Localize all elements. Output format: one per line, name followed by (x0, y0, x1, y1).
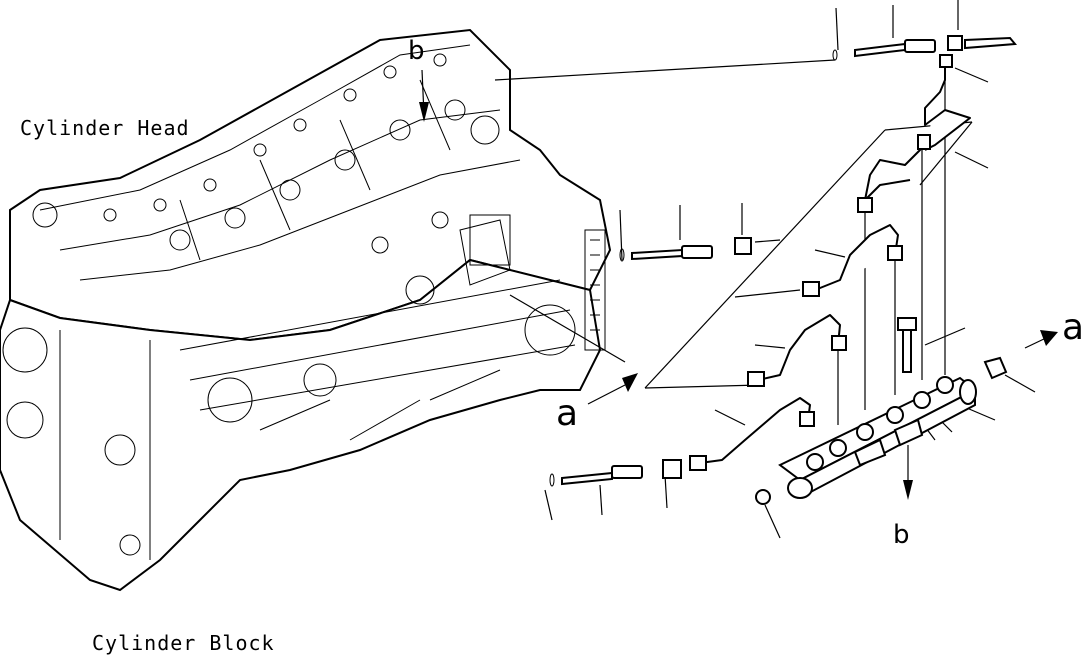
injector-set-top (832, 35, 1018, 61)
pipe-5 (699, 397, 811, 464)
common-rail (755, 317, 1008, 505)
cylinder-block-label: Cylinder Block (92, 631, 275, 655)
reference-a-right: a (1062, 307, 1084, 348)
reference-b-bottom: b (893, 520, 910, 550)
pipe-4 (757, 314, 841, 381)
cylinder-head-label: Cylinder Head (20, 116, 190, 140)
reference-b-top: b (408, 36, 425, 66)
fuel-pipes (689, 54, 971, 471)
pipe-2 (864, 147, 923, 201)
block-details (2, 219, 606, 560)
reference-a-left: a (556, 393, 579, 434)
head-details (32, 44, 521, 281)
pipe-3 (814, 224, 899, 291)
injector-set-middle (619, 237, 752, 262)
reference-arrows (419, 69, 1058, 500)
pipe-1 (924, 60, 971, 151)
engine-assembly (0, 28, 612, 592)
injector-set-bottom (549, 459, 682, 487)
